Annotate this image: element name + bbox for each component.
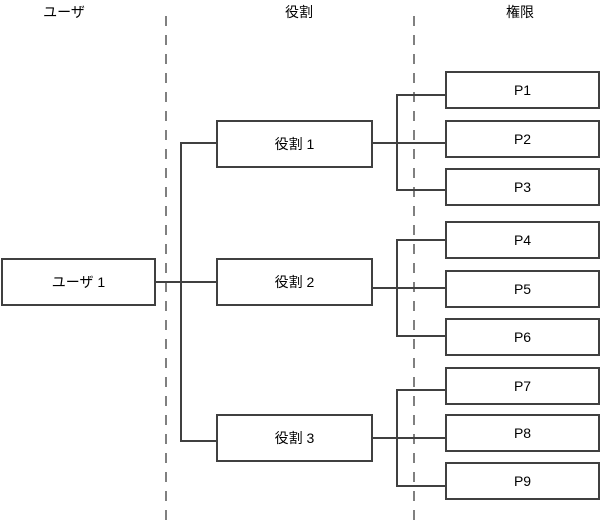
role2-to-permissions-connector [373, 239, 446, 337]
role1-to-permissions-connector [373, 94, 446, 191]
permission-node-p1: P1 [445, 71, 600, 109]
column-header-user: ユーザ [43, 4, 85, 20]
column-header-role: 役割 [285, 4, 313, 20]
user-node: ユーザ 1 [1, 258, 156, 306]
column-header-permission: 権限 [506, 4, 534, 20]
role3-to-permissions-connector [373, 389, 446, 487]
permission-node-p2: P2 [445, 120, 600, 158]
permission-node-p7: P7 [445, 367, 600, 405]
role-node-1: 役割 1 [216, 120, 373, 168]
permission-node-p5: P5 [445, 270, 600, 308]
permission-node-p8: P8 [445, 414, 600, 452]
permission-node-p6: P6 [445, 318, 600, 356]
role-node-3: 役割 3 [216, 414, 373, 462]
permission-node-p9: P9 [445, 462, 600, 500]
permission-node-p4: P4 [445, 221, 600, 259]
role-node-2: 役割 2 [216, 258, 373, 306]
permission-node-p3: P3 [445, 168, 600, 206]
user-to-roles-connector [156, 142, 218, 442]
